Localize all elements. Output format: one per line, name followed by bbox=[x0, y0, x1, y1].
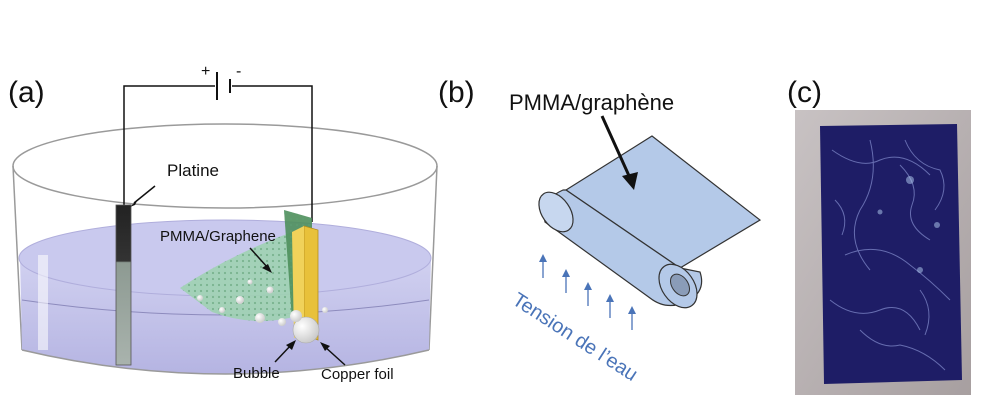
pmma-graphene-b-label: PMMA/graphène bbox=[509, 90, 674, 115]
panel-b-label: (b) bbox=[438, 76, 475, 109]
arrow-pmma-b bbox=[600, 115, 632, 179]
arrow-copper-head bbox=[320, 342, 330, 351]
power-plus-sign: + bbox=[201, 63, 210, 80]
beaker-reflection bbox=[38, 255, 48, 350]
water-tension-label: Tension de l’eau bbox=[508, 289, 641, 386]
beaker-bottom bbox=[21, 349, 430, 375]
water-tension-arrows bbox=[539, 254, 636, 330]
platine-label: Platine bbox=[167, 161, 219, 180]
pmma-graphene-sheet-texture bbox=[180, 232, 310, 321]
sample-wrinkles bbox=[829, 139, 951, 371]
copper-foil-face bbox=[292, 226, 304, 338]
roll-core-right bbox=[669, 273, 691, 297]
arrow-pmma-head bbox=[262, 264, 272, 273]
copper-foil-label: Copper foil bbox=[321, 366, 394, 383]
beaker-wall-left bbox=[12, 165, 23, 351]
wire-right bbox=[232, 85, 313, 222]
sample-highlights bbox=[877, 176, 940, 273]
panel-a: (a) + - Platine PMMA/Graphene Bubble Cop… bbox=[8, 63, 438, 383]
panel-c-label: (c) bbox=[787, 76, 822, 109]
beaker-wall-right bbox=[428, 165, 438, 351]
panel-a-label: (a) bbox=[8, 76, 45, 109]
pmma-graphene-label: PMMA/Graphene bbox=[160, 228, 276, 245]
wire-left bbox=[123, 85, 215, 210]
arrow-platine bbox=[133, 185, 156, 204]
power-minus-sign: - bbox=[236, 63, 241, 80]
arrow-bubble-head bbox=[286, 340, 296, 350]
panel-c: (c) bbox=[787, 76, 971, 395]
bubbles bbox=[197, 279, 328, 344]
arrow-copper bbox=[323, 345, 346, 366]
arrow-pmma-b-head bbox=[622, 172, 638, 190]
graphene-sample bbox=[820, 124, 962, 384]
beaker-rim bbox=[12, 123, 438, 209]
panel-b: (b) PMMA/graphène Tension de l’eau bbox=[438, 76, 762, 386]
roll-end-left bbox=[538, 191, 574, 233]
platinum-electrode bbox=[115, 204, 132, 366]
bubble-label: Bubble bbox=[233, 365, 280, 382]
arrow-pmma bbox=[249, 247, 269, 269]
arrow-platine-head bbox=[130, 199, 138, 207]
